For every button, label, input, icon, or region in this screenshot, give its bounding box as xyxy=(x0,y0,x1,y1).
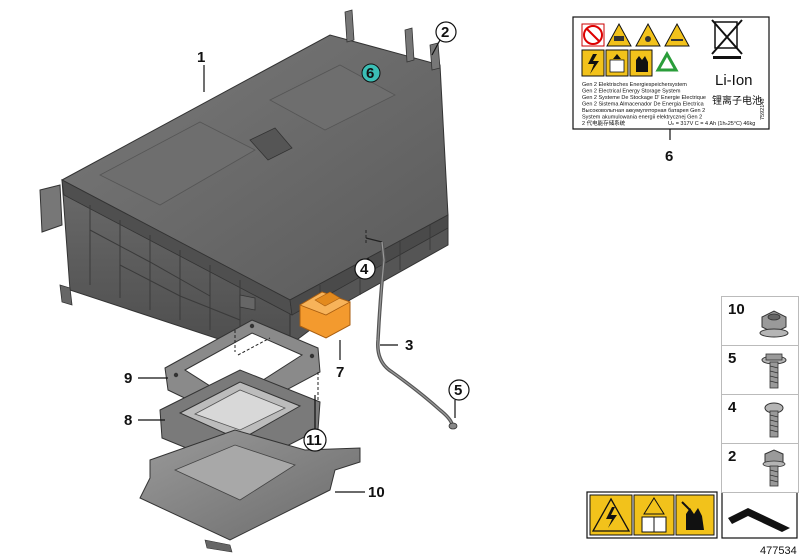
leader-lines xyxy=(138,39,671,493)
hex-bolt-icon xyxy=(762,449,786,487)
sticker-specs: Uₙ = 317V C = 4 Ah (1hₙ25°C) 46kg xyxy=(668,121,755,127)
recycle-icon xyxy=(655,50,679,72)
callout-1: 1 xyxy=(197,49,205,66)
callout-9: 9 xyxy=(124,370,132,387)
callout-2: 2 xyxy=(435,21,457,43)
hv-warning-strip xyxy=(586,491,718,539)
callout-6: 6 xyxy=(665,148,673,165)
sticker-side-code: 7592148 xyxy=(760,99,766,120)
explosive-warning-icon xyxy=(635,22,661,47)
orange-bracket xyxy=(299,291,351,339)
liion-chinese-label: 锂离子电池 xyxy=(712,94,762,107)
hardware-tile-screw-4: 4 xyxy=(721,394,799,444)
callout-11: 11 xyxy=(303,428,327,452)
svg-text:2: 2 xyxy=(441,24,449,41)
callout-7: 7 xyxy=(336,364,344,381)
callout-6-badge: 6 xyxy=(361,63,381,83)
protective-gloves-icon xyxy=(629,49,653,77)
ground-cable xyxy=(365,230,458,430)
gloves-warning-icon xyxy=(681,501,704,530)
hardware-tile-screw-2: 2 xyxy=(721,443,799,493)
torx-screw-icon xyxy=(764,402,784,438)
svg-text:6: 6 xyxy=(366,65,374,82)
sticker-line-5: Высоковольтная аккумуляторная батарея Ge… xyxy=(582,108,705,114)
high-voltage-warning-icon xyxy=(591,497,631,532)
bent-arrow-icon xyxy=(728,508,790,532)
toxic-warning-icon xyxy=(664,22,690,47)
svg-text:5: 5 xyxy=(454,382,462,399)
no-fire-icon xyxy=(581,23,605,47)
tile-number: 10 xyxy=(728,301,745,318)
corrosive-warning-icon xyxy=(606,22,632,47)
flange-screw-icon xyxy=(761,353,787,389)
hardware-tile-screw-5: 5 xyxy=(721,345,799,395)
document-id: 477534 xyxy=(760,545,797,557)
battery-housing xyxy=(39,9,449,353)
underbody-shield xyxy=(139,429,361,553)
hardware-tile-nut: 10 xyxy=(721,296,799,346)
hex-nut-icon xyxy=(759,310,789,338)
crossed-bin-icon xyxy=(711,19,743,59)
callout-3: 3 xyxy=(405,337,413,354)
callout-10: 10 xyxy=(368,484,385,501)
sticker-line-1: Gen 2 Elektrisches Energiespeichersystem xyxy=(582,82,687,88)
tile-number: 5 xyxy=(728,350,737,367)
reference-arrow-box xyxy=(721,491,798,539)
svg-text:11: 11 xyxy=(306,432,322,449)
liion-label: Li-Ion xyxy=(715,72,753,89)
read-manual-icon xyxy=(605,49,629,77)
sticker-line-7: 2 代电能存储系统 xyxy=(582,119,626,127)
high-voltage-icon xyxy=(581,49,605,77)
tile-number: 2 xyxy=(728,448,737,465)
assembly-guide-lines xyxy=(234,330,319,400)
tile-number: 4 xyxy=(728,399,737,416)
svg-text:4: 4 xyxy=(360,261,369,278)
sticker-line-4: Gen 2 Sistema Almacenador De Energia Ele… xyxy=(582,102,705,108)
callout-8: 8 xyxy=(124,412,132,429)
sticker-line-2: Gen 2 Electrical Energy Storage System xyxy=(582,89,681,95)
sticker-line-3: Gen 2 Systeme De Stockage D' Energie Ele… xyxy=(582,95,706,101)
callout-4: 4 xyxy=(354,258,376,280)
sticker-line-6: System akumulowania energii elektrycznej… xyxy=(582,115,702,121)
callout-5: 5 xyxy=(448,379,470,401)
battery-label-sticker: Li-Ion 锂离子电池 Gen 2 Elektrisches Energies… xyxy=(572,16,770,130)
read-manual-warning-icon xyxy=(641,497,667,533)
